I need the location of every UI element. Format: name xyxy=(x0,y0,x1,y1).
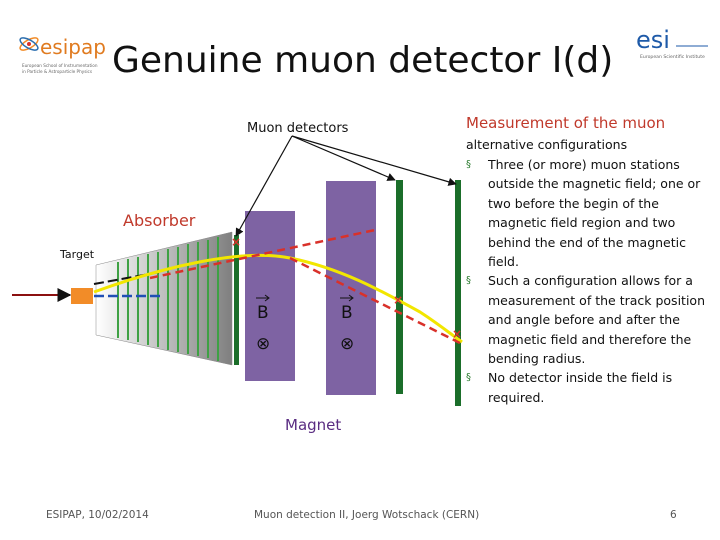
bullet-marker-icon: § xyxy=(466,372,471,384)
measurement-heading: Measurement of the muon xyxy=(466,114,666,132)
muon-detectors-label: Muon detectors xyxy=(247,121,349,136)
esipap-logo: esipap European School of Instrumentatio… xyxy=(19,35,106,74)
target-block xyxy=(71,288,93,304)
secondary-track-black xyxy=(93,271,161,285)
alternative-configurations-subheading: alternative configurations xyxy=(466,137,628,152)
magnet-block-1 xyxy=(245,211,295,381)
esi-logo: esi European Scientific Institute xyxy=(636,26,708,60)
pointer-arrow-1 xyxy=(235,135,293,237)
muon-track-true xyxy=(93,253,463,344)
target-label: Target xyxy=(59,248,95,261)
magnet-label: Magnet xyxy=(285,416,341,434)
bullet-text: No detector inside the field is required… xyxy=(488,370,673,405)
pointer-arrow-2 xyxy=(291,135,396,181)
bullet-marker-icon: § xyxy=(466,159,471,170)
pointer-arrow-3 xyxy=(291,135,457,186)
bullet-text: Three (or more) muon stations outside th… xyxy=(488,157,701,270)
bullet-item: § No detector inside the field is require… xyxy=(466,368,716,407)
muon-track-measured: × × × xyxy=(149,228,463,346)
hit-marker-1: × xyxy=(231,235,241,249)
bullet-item: § Three (or more) muon stations outside t… xyxy=(466,155,716,271)
page-number: 6 xyxy=(670,509,677,521)
bullet-text: Such a configuration allows for a measur… xyxy=(488,273,705,367)
esipap-logo-tagline-2: in Particle & Astroparticle Physics xyxy=(22,69,92,74)
esipap-atom-icon xyxy=(19,37,39,51)
footer-talk-title: Muon detection II, Joerg Wotschack (CERN… xyxy=(254,509,480,521)
esi-logo-name: esi xyxy=(636,26,670,54)
configuration-bullet-list: § Three (or more) muon stations outside t… xyxy=(466,155,716,407)
absorber-label: Absorber xyxy=(123,211,196,230)
bullet-marker-icon: § xyxy=(466,275,471,287)
hit-marker-3: × xyxy=(452,327,462,341)
detector-station-3 xyxy=(455,180,461,406)
field-symbol-1: B ⊗ xyxy=(256,294,270,354)
esipap-logo-name: esipap xyxy=(40,35,106,59)
detector-station-2 xyxy=(396,180,403,394)
esipap-logo-tagline-1: European School of Instrumentation xyxy=(22,63,98,68)
esi-logo-tagline: European Scientific Institute xyxy=(640,54,705,60)
field-b-label-2: B xyxy=(341,303,353,323)
footer-date: ESIPAP, 10/02/2014 xyxy=(46,509,149,521)
slide-title: Genuine muon detector I(d) xyxy=(112,40,614,81)
absorber-block xyxy=(95,231,233,366)
detector-station-1 xyxy=(234,235,239,365)
hit-marker-2: × xyxy=(393,293,403,307)
field-symbol-2: B ⊗ xyxy=(340,294,354,354)
bullet-item: § Such a configuration allows for a measu… xyxy=(466,271,716,368)
field-b-label-1: B xyxy=(257,303,269,323)
field-direction-icon-1: ⊗ xyxy=(256,334,270,354)
field-direction-icon-2: ⊗ xyxy=(340,334,354,354)
